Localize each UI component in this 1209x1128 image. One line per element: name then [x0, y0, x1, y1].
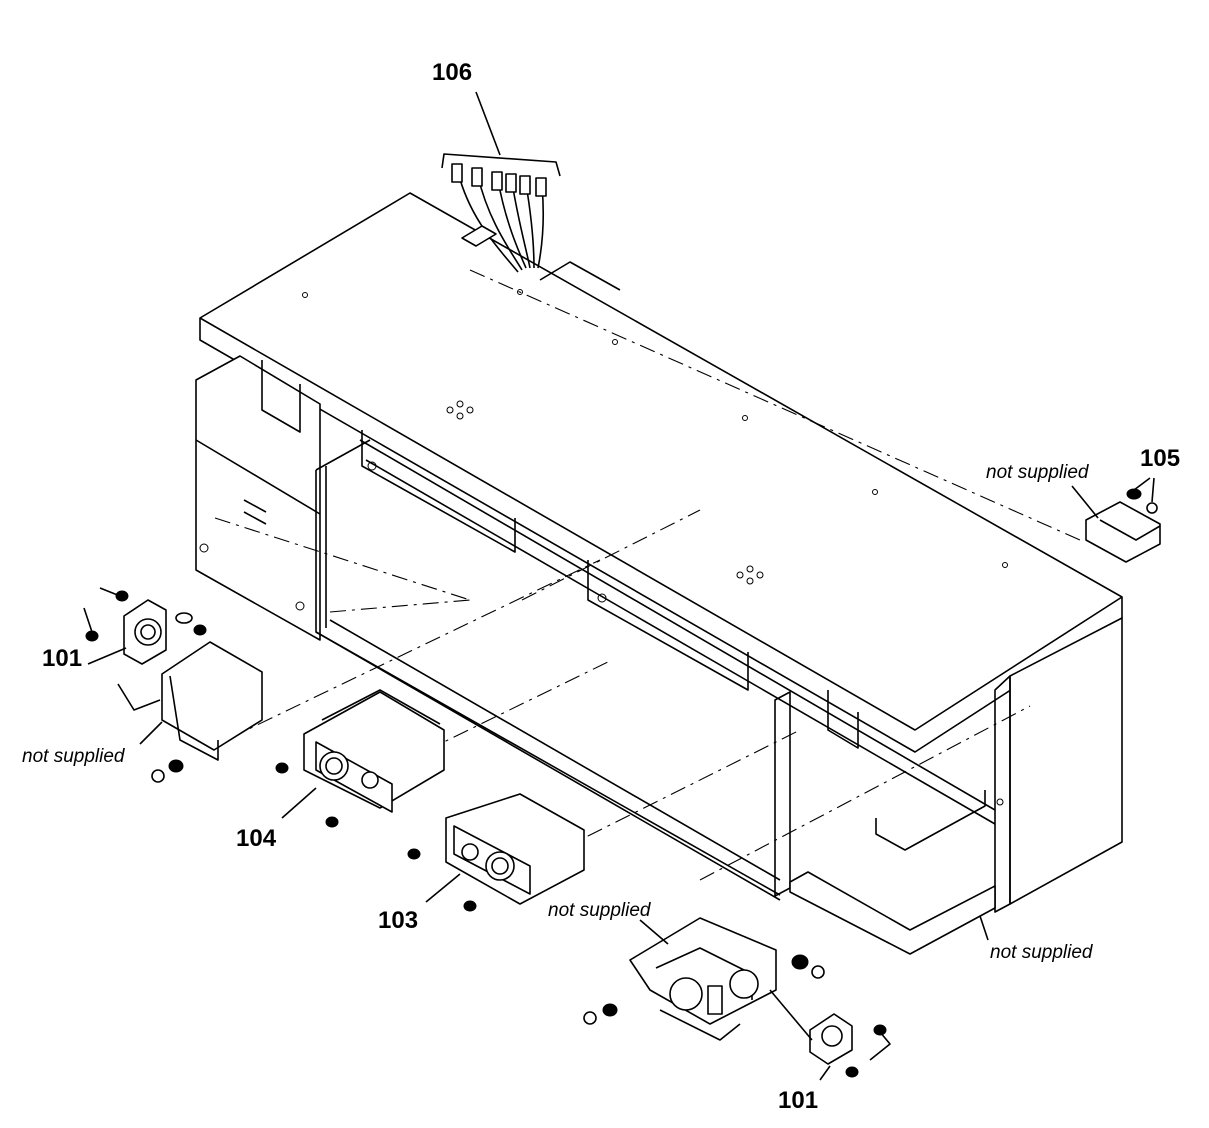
- screw-icon: [1146, 502, 1158, 514]
- part-101-left-jack: [83, 587, 263, 783]
- part-104-speaker-module: [275, 689, 445, 828]
- callout-106: 106: [432, 59, 472, 86]
- note-not-supplied-top-right: not supplied: [986, 462, 1090, 483]
- top-panel: [199, 192, 1123, 753]
- callout-104: 104: [236, 825, 277, 852]
- part-103-speaker-module: [407, 793, 585, 912]
- cabinet-assembly: [195, 192, 1123, 955]
- left-side-panel: [195, 355, 321, 641]
- bottom-tray: [789, 871, 996, 955]
- callout-103: 103: [378, 907, 418, 934]
- mounting-holes: [199, 289, 1008, 806]
- note-not-supplied-left: not supplied: [22, 746, 126, 767]
- part-101-bottom-jack: [583, 917, 891, 1081]
- callout-105: 105: [1140, 445, 1180, 472]
- part-106-wiring-harness: [441, 91, 561, 273]
- part-105-bracket: [1071, 477, 1161, 563]
- note-not-supplied-center: not supplied: [548, 900, 652, 921]
- note-not-supplied-bottom-right: not supplied: [990, 942, 1094, 963]
- callout-101-left: 101: [42, 645, 82, 672]
- callout-101-bottom: 101: [778, 1087, 818, 1114]
- screw-icon: [1126, 488, 1142, 500]
